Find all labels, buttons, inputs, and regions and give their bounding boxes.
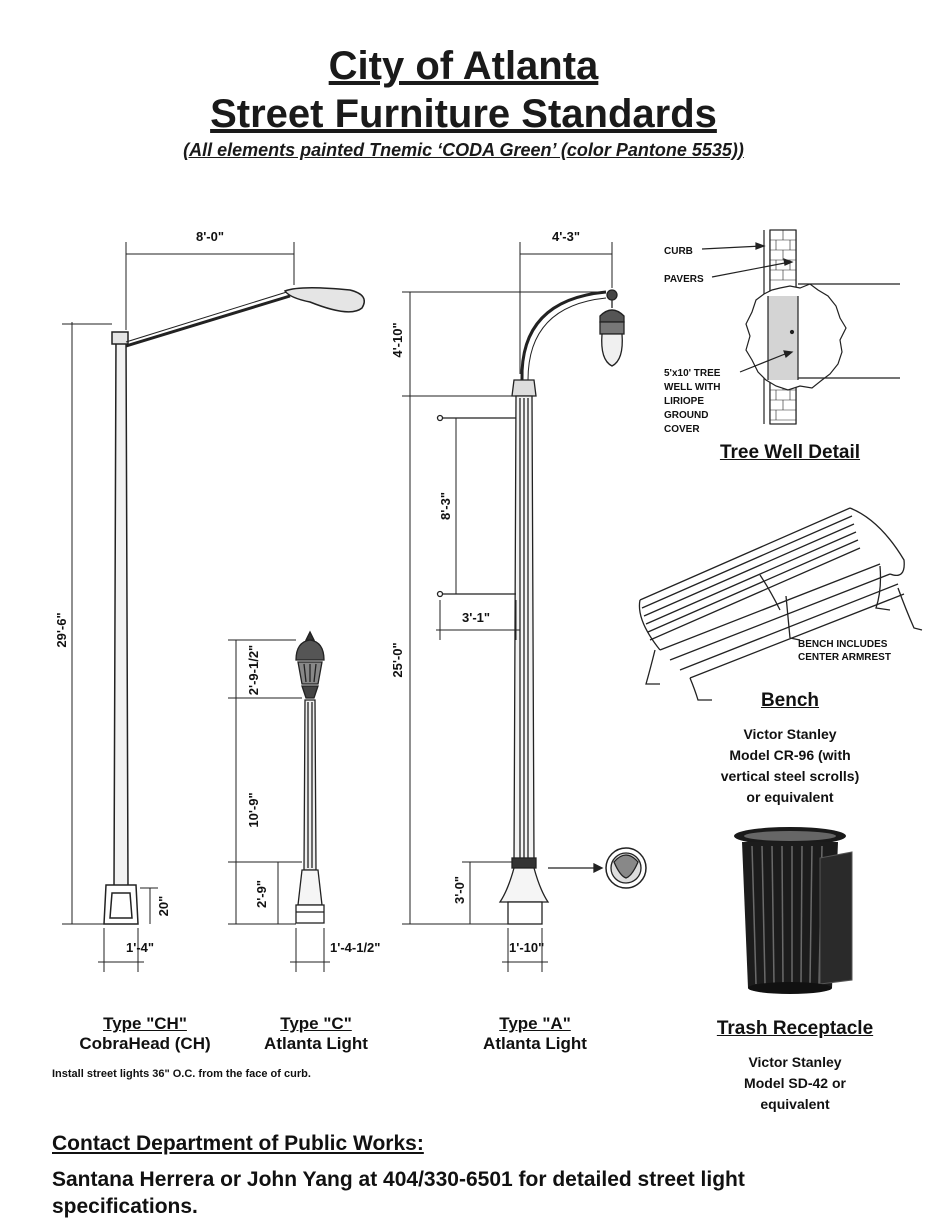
page-subtitle: (All elements painted Tnemic ‘CODA Green… <box>183 140 744 160</box>
trash-title: Trash Receptacle <box>716 1018 874 1039</box>
tree-well-drawing <box>701 229 900 425</box>
contact-body: Santana Herrera or John Yang at 404/330-… <box>52 1168 745 1218</box>
trash-receptacle-drawing <box>728 822 862 996</box>
install-note: Install street lights 36" O.C. from the … <box>52 1068 311 1080</box>
bench-description: Victor Stanley Model CR-96 (with vertica… <box>690 724 890 808</box>
a-banner-width-dim: 3'-1" <box>462 610 490 625</box>
trash-desc-line: equivalent <box>760 1096 830 1112</box>
tree-well-pavers-label: PAVERS <box>664 274 704 285</box>
bench-note-line: BENCH INCLUDES <box>798 639 888 650</box>
type-a-label: Type "A" <box>499 1014 571 1033</box>
tree-well-note-line: GROUND <box>664 410 708 421</box>
a-base-width-dim: 1'-10" <box>509 940 544 955</box>
a-banner-height-dim: 8'-3" <box>438 492 453 520</box>
trash-description: Victor Stanley Model SD-42 or equivalent <box>700 1052 890 1115</box>
c-lantern-height-dim: 2'-9-1/2" <box>246 645 261 695</box>
tree-well-title: Tree Well Detail <box>719 442 861 463</box>
type-a-pole-drawing <box>402 242 647 972</box>
cobrahead-pole-drawing <box>62 242 365 972</box>
type-ch-label: Type "CH" <box>103 1014 187 1033</box>
trash-desc-line: Model SD-42 or <box>744 1075 846 1091</box>
a-arm-height-dim: 4'-10" <box>390 322 405 357</box>
contact-heading: Contact Department of Public Works: <box>52 1132 424 1155</box>
caption-type-a: Type "A" Atlanta Light <box>460 1014 610 1054</box>
c-base-width-dim: 1'-4-1/2" <box>330 940 380 955</box>
type-a-name: Atlanta Light <box>483 1034 587 1053</box>
page-title: City of Atlanta <box>328 44 599 88</box>
bench-drawing <box>638 507 923 701</box>
bench-desc-line: Victor Stanley <box>743 726 837 742</box>
page-title-line-2: Street Furniture Standards <box>210 92 717 136</box>
trash-desc-line: Victor Stanley <box>748 1054 842 1070</box>
ch-base-height-dim: 20" <box>156 896 171 917</box>
bench-note-line: CENTER ARMREST <box>798 652 891 663</box>
caption-type-ch: Type "CH" CobraHead (CH) <box>60 1014 230 1054</box>
a-arm-reach-dim: 4'-3" <box>552 229 580 244</box>
tree-well-note-line: WELL WITH <box>664 382 720 393</box>
tree-well-note-line: LIRIOPE <box>664 396 704 407</box>
ch-base-width-dim: 1'-4" <box>126 940 154 955</box>
bench-desc-line: or equivalent <box>746 789 834 805</box>
a-pole-height-dim: 25'-0" <box>390 642 405 677</box>
caption-type-c: Type "C" Atlanta Light <box>236 1014 396 1054</box>
a-base-height-dim: 3'-0" <box>452 876 467 904</box>
bench-desc-line: vertical steel scrolls) <box>720 768 860 784</box>
tree-well-note-line: COVER <box>664 424 700 435</box>
type-c-name: Atlanta Light <box>264 1034 368 1053</box>
type-c-label: Type "C" <box>280 1014 352 1033</box>
bench-title: Bench <box>760 690 820 711</box>
type-c-pole-drawing <box>228 630 330 972</box>
tree-well-note-line: 5'x10' TREE <box>664 368 721 379</box>
bench-desc-line: Model CR-96 (with <box>729 747 851 763</box>
tree-well-curb-label: CURB <box>664 246 693 257</box>
ch-height-dim: 29'-6" <box>54 612 69 647</box>
c-shaft-height-dim: 10'-9" <box>246 792 261 827</box>
ch-arm-reach-dim: 8'-0" <box>196 229 224 244</box>
type-ch-name: CobraHead (CH) <box>79 1034 211 1053</box>
c-base-height-dim: 2'-9" <box>254 880 269 908</box>
